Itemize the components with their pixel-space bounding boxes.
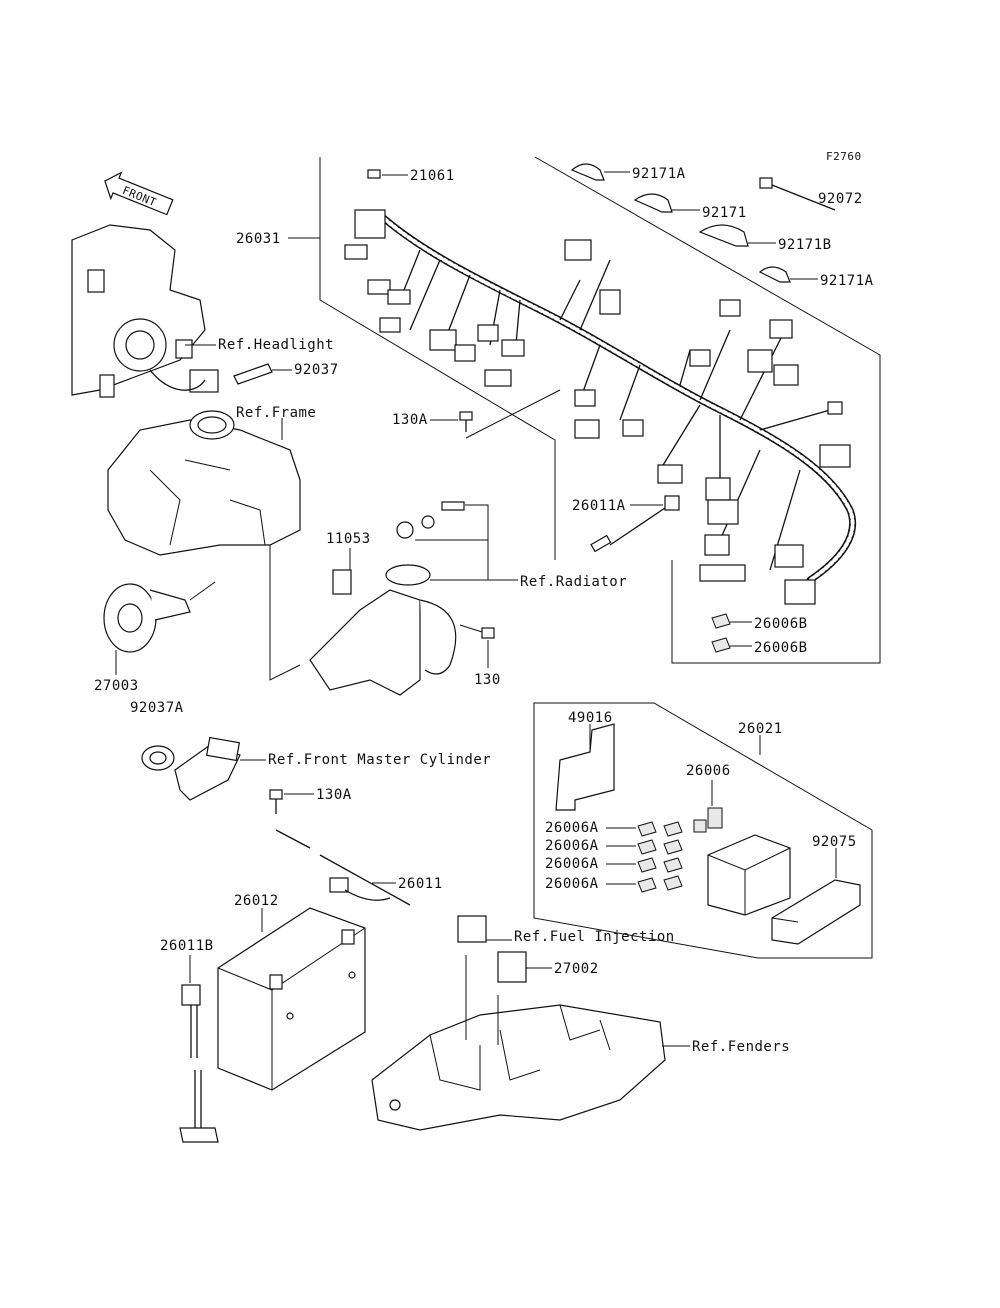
label-26031: 26031 xyxy=(236,231,281,247)
label-ref-radiator: Ref.Radiator xyxy=(520,574,627,590)
part-26012-battery-icon xyxy=(217,907,366,1091)
part-130A-lower-bolt-icon xyxy=(269,789,283,814)
part-92171-clamp-icon xyxy=(633,193,673,213)
label-ref-fenders: Ref.Fenders xyxy=(692,1039,790,1055)
label-27003: 27003 xyxy=(94,678,139,694)
label-49016: 49016 xyxy=(568,710,613,726)
part-27003-horn-icon xyxy=(103,581,216,653)
figure-code: F2760 xyxy=(826,150,862,163)
mini-fuse-set xyxy=(637,821,683,893)
fuse-box-icon xyxy=(707,834,791,916)
radiator-bracket-assembly xyxy=(309,501,465,696)
label-26011: 26011 xyxy=(398,876,443,892)
label-26011A: 26011A xyxy=(572,498,626,514)
frame-section xyxy=(107,410,301,556)
label-26012: 26012 xyxy=(234,893,279,909)
label-92171A-right: 92171A xyxy=(820,273,874,289)
label-92037A: 92037A xyxy=(130,700,184,716)
label-92171: 92171 xyxy=(702,205,747,221)
part-92037-icon xyxy=(233,363,273,385)
part-92075-cover-icon xyxy=(771,879,861,945)
label-27002: 27002 xyxy=(554,961,599,977)
part-92171A-clamp-icon xyxy=(570,163,605,181)
label-ref-headlight: Ref.Headlight xyxy=(218,337,334,353)
harness-group-outline xyxy=(319,157,556,560)
label-ref-fuel-injection: Ref.Fuel Injection xyxy=(514,929,675,945)
label-26006B-2: 26006B xyxy=(754,640,808,656)
label-26006B-1: 26006B xyxy=(754,616,808,632)
part-130A-bolt-icon xyxy=(459,411,473,432)
part-92171B-clamp-icon xyxy=(698,224,749,247)
label-92075: 92075 xyxy=(812,834,857,850)
label-11053: 11053 xyxy=(326,531,371,547)
label-26011B: 26011B xyxy=(160,938,214,954)
harness-group-outline-right xyxy=(534,156,881,664)
label-92072: 92072 xyxy=(818,191,863,207)
label-92171A-top: 92171A xyxy=(632,166,686,182)
label-26006A-1: 26006A xyxy=(545,820,599,836)
part-130-bolt-icon xyxy=(481,627,495,639)
part-26011A-sensor-icon xyxy=(590,495,680,553)
part-92171A-clamp-2-icon xyxy=(758,266,791,283)
fuel-injection-relay-icon xyxy=(457,915,487,943)
label-26006A-3: 26006A xyxy=(545,856,599,872)
part-27002-relay-icon xyxy=(497,951,527,983)
fenders-tray xyxy=(371,955,666,1131)
part-26006B-fuse-1-icon xyxy=(711,613,731,629)
part-49016-bracket-icon xyxy=(555,723,615,811)
label-ref-front-master-cylinder: Ref.Front Master Cylinder xyxy=(268,752,491,768)
part-26011B-cable-icon xyxy=(179,984,219,1143)
label-92171B: 92171B xyxy=(778,237,832,253)
main-wiring-harness xyxy=(344,209,857,605)
label-130A-lower: 130A xyxy=(316,787,352,803)
front-master-cylinder-bracket xyxy=(141,736,241,801)
label-26006A-2: 26006A xyxy=(545,838,599,854)
label-26021: 26021 xyxy=(738,721,783,737)
label-130A-upper: 130A xyxy=(392,412,428,428)
label-21061: 21061 xyxy=(410,168,455,184)
part-26011-cable-icon xyxy=(275,829,411,906)
part-26006-fuse-icon xyxy=(707,807,723,829)
part-92072-tie-icon xyxy=(759,177,836,211)
label-ref-frame: Ref.Frame xyxy=(236,405,316,421)
part-21061-icon xyxy=(367,169,381,179)
label-92037: 92037 xyxy=(294,362,339,378)
label-130: 130 xyxy=(474,672,501,688)
label-26006A-4: 26006A xyxy=(545,876,599,892)
label-26006: 26006 xyxy=(686,763,731,779)
front-arrow-icon: FRONT xyxy=(104,171,174,216)
part-26006B-fuse-2-icon xyxy=(711,637,731,653)
headlight-bracket-assembly xyxy=(71,224,219,398)
fuse-box-group-outline xyxy=(533,702,873,959)
